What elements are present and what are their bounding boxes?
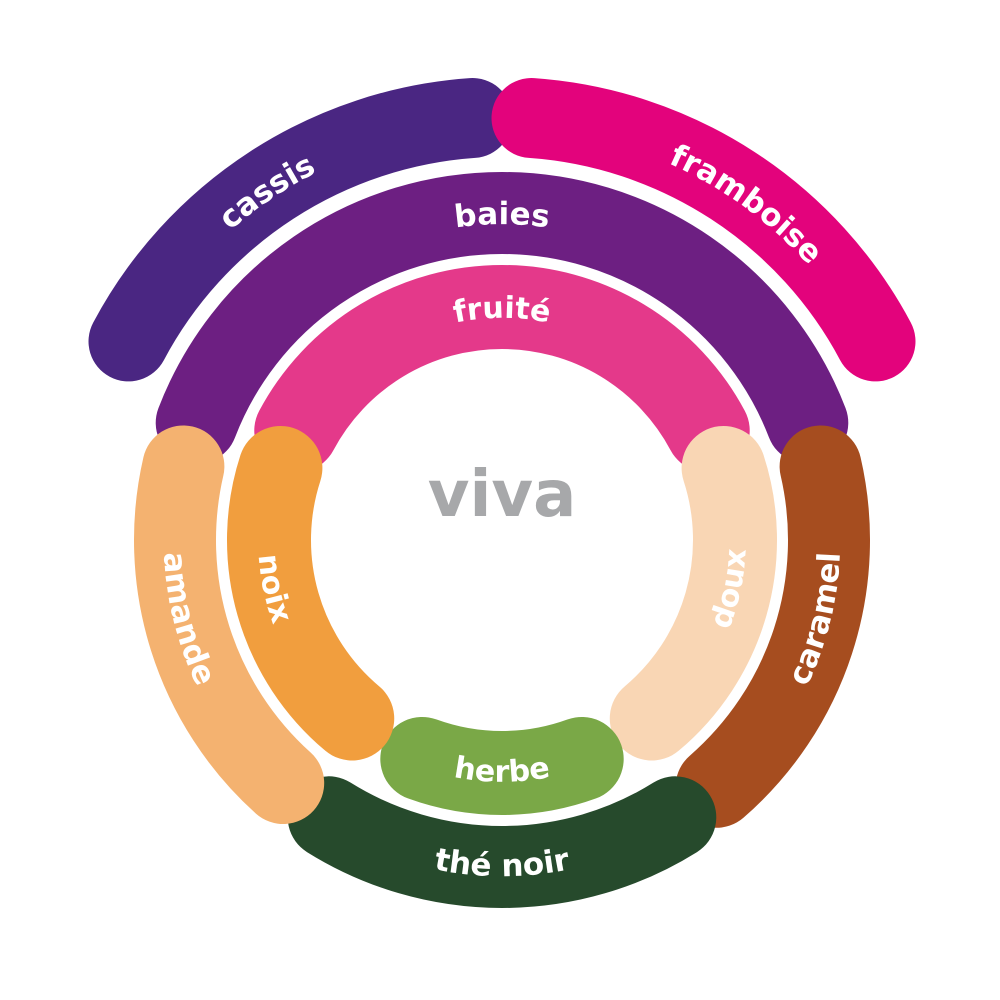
segment-label-fruite: fruité — [450, 291, 553, 331]
segment-label-text-fruite: fruité — [450, 291, 553, 331]
segment-label-text-herbe: herbe — [452, 750, 552, 790]
arc-segment-framboise — [491, 78, 916, 382]
segment-label-text-baies: baies — [452, 196, 551, 235]
arc-segment-baies — [155, 172, 849, 464]
arc-segment-caramel — [675, 425, 870, 828]
flavor-arcs — [88, 78, 916, 908]
arc-segment-amande — [134, 425, 325, 825]
center-label: viva — [428, 458, 577, 532]
segment-label-herbe: herbe — [452, 750, 552, 790]
segment-label-baies: baies — [452, 196, 551, 235]
arc-segment-fruite — [254, 265, 750, 473]
segment-label-text-the-noir: thé noir — [432, 842, 573, 885]
arc-segment-doux — [609, 426, 777, 761]
arc-segment-cassis — [88, 78, 513, 382]
segment-label-the-noir: thé noir — [432, 842, 573, 885]
arc-segment-herbe — [380, 716, 624, 815]
arc-segment-noix — [227, 426, 395, 761]
arc-segment-the-noir — [287, 776, 717, 908]
